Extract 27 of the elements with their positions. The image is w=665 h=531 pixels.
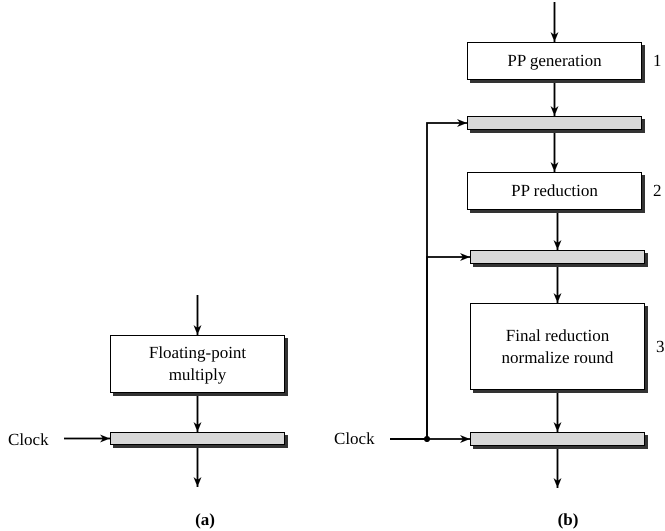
arrow (554, 264, 562, 303)
process-box: Floating-point multiply (110, 335, 285, 393)
pipeline-register (470, 432, 645, 446)
stage-number: 2 (653, 181, 662, 201)
pipeline-register (110, 432, 285, 445)
arrow (554, 390, 562, 432)
process-box: Final reduction normalize round (470, 303, 645, 390)
pipeline-register (470, 250, 645, 264)
arrow (550, 2, 558, 42)
arrow (194, 295, 202, 335)
process-box: PP reduction (467, 172, 642, 210)
arrow (550, 130, 558, 172)
clock-label: Clock (8, 430, 49, 450)
clock-label: Clock (334, 429, 375, 449)
arrow (554, 446, 562, 488)
arrow (550, 80, 558, 116)
arrow (390, 435, 470, 443)
process-box: PP generation (467, 42, 642, 80)
stage-number: 3 (656, 336, 664, 356)
pipeline-register (467, 116, 642, 130)
stage-number: 1 (653, 51, 662, 71)
arrow (194, 393, 202, 432)
arrow (194, 445, 202, 487)
panel-label: (b) (558, 510, 578, 530)
arrow (64, 434, 110, 442)
panel-label: (a) (195, 510, 215, 530)
arrow (554, 210, 562, 250)
